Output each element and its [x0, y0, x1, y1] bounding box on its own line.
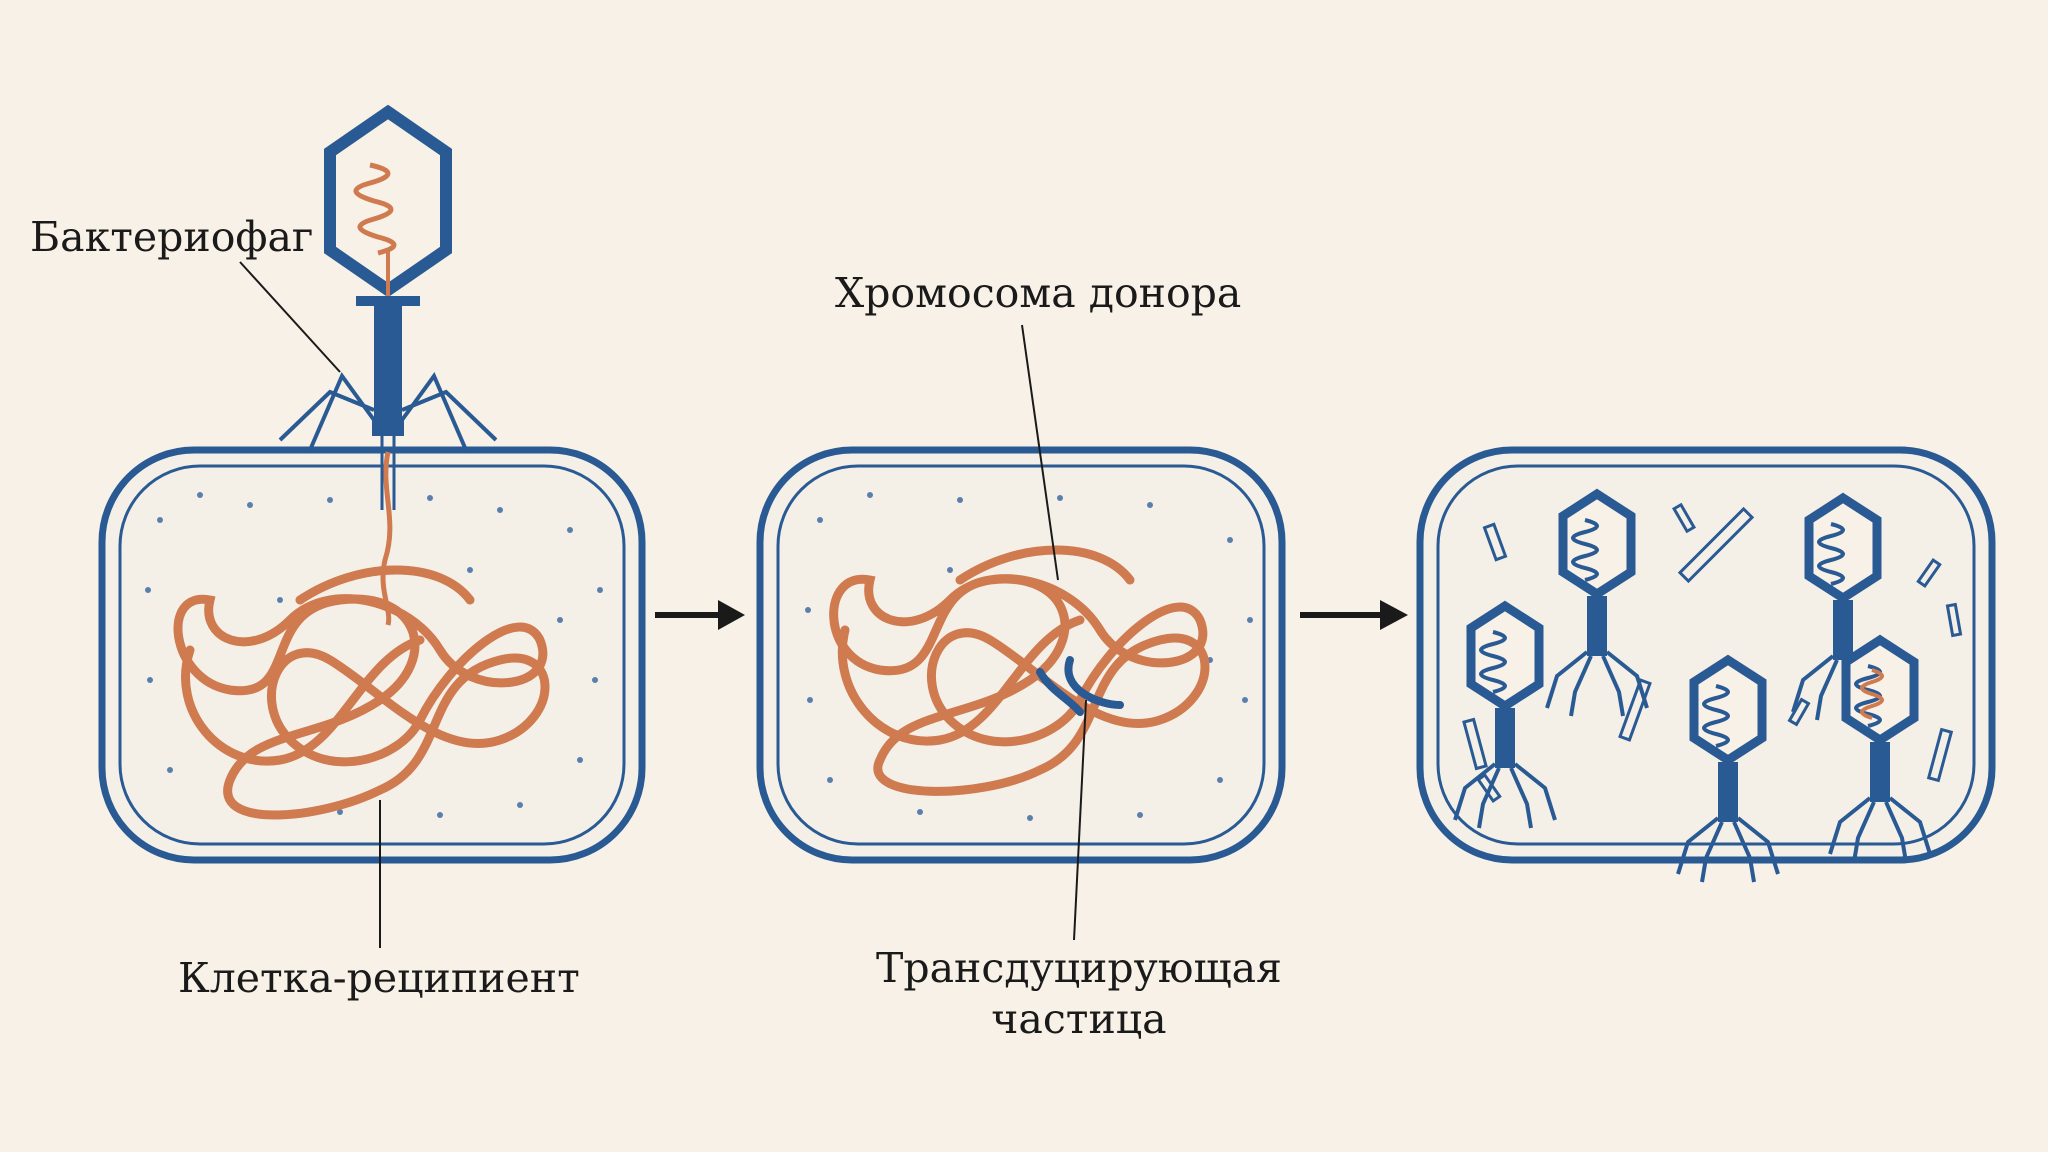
- transducing-particle-label-line2: частица: [991, 995, 1167, 1044]
- lysed-cell-panel: [1416, 446, 1996, 882]
- recipient-cell-label: Клетка-реципиент: [178, 954, 580, 1002]
- transducing-particle-label-line1: Трансдуцирующая: [876, 944, 1282, 992]
- arrow-right-icon: [1300, 600, 1408, 630]
- leader-lines: [239, 261, 1087, 948]
- donor-chromosome-label: Хромосома донора: [835, 269, 1242, 317]
- bacteriophage-label: Бактериофаг: [30, 213, 314, 261]
- bacterial-cell-icon: [756, 446, 1286, 864]
- arrow-right-icon: [655, 600, 745, 630]
- transducing-particle-icon: [1830, 640, 1930, 862]
- transducing-particle-label: Трансдуцирующая частица: [876, 943, 1282, 1046]
- cell-debris: [1462, 502, 1963, 804]
- recipient-cell-panel: [98, 104, 646, 864]
- chromosome-icon: [829, 574, 1210, 796]
- donor-cell-panel: [756, 446, 1286, 864]
- cytoplasm-dots: [145, 492, 603, 818]
- bacteriophage-icon: [278, 104, 498, 510]
